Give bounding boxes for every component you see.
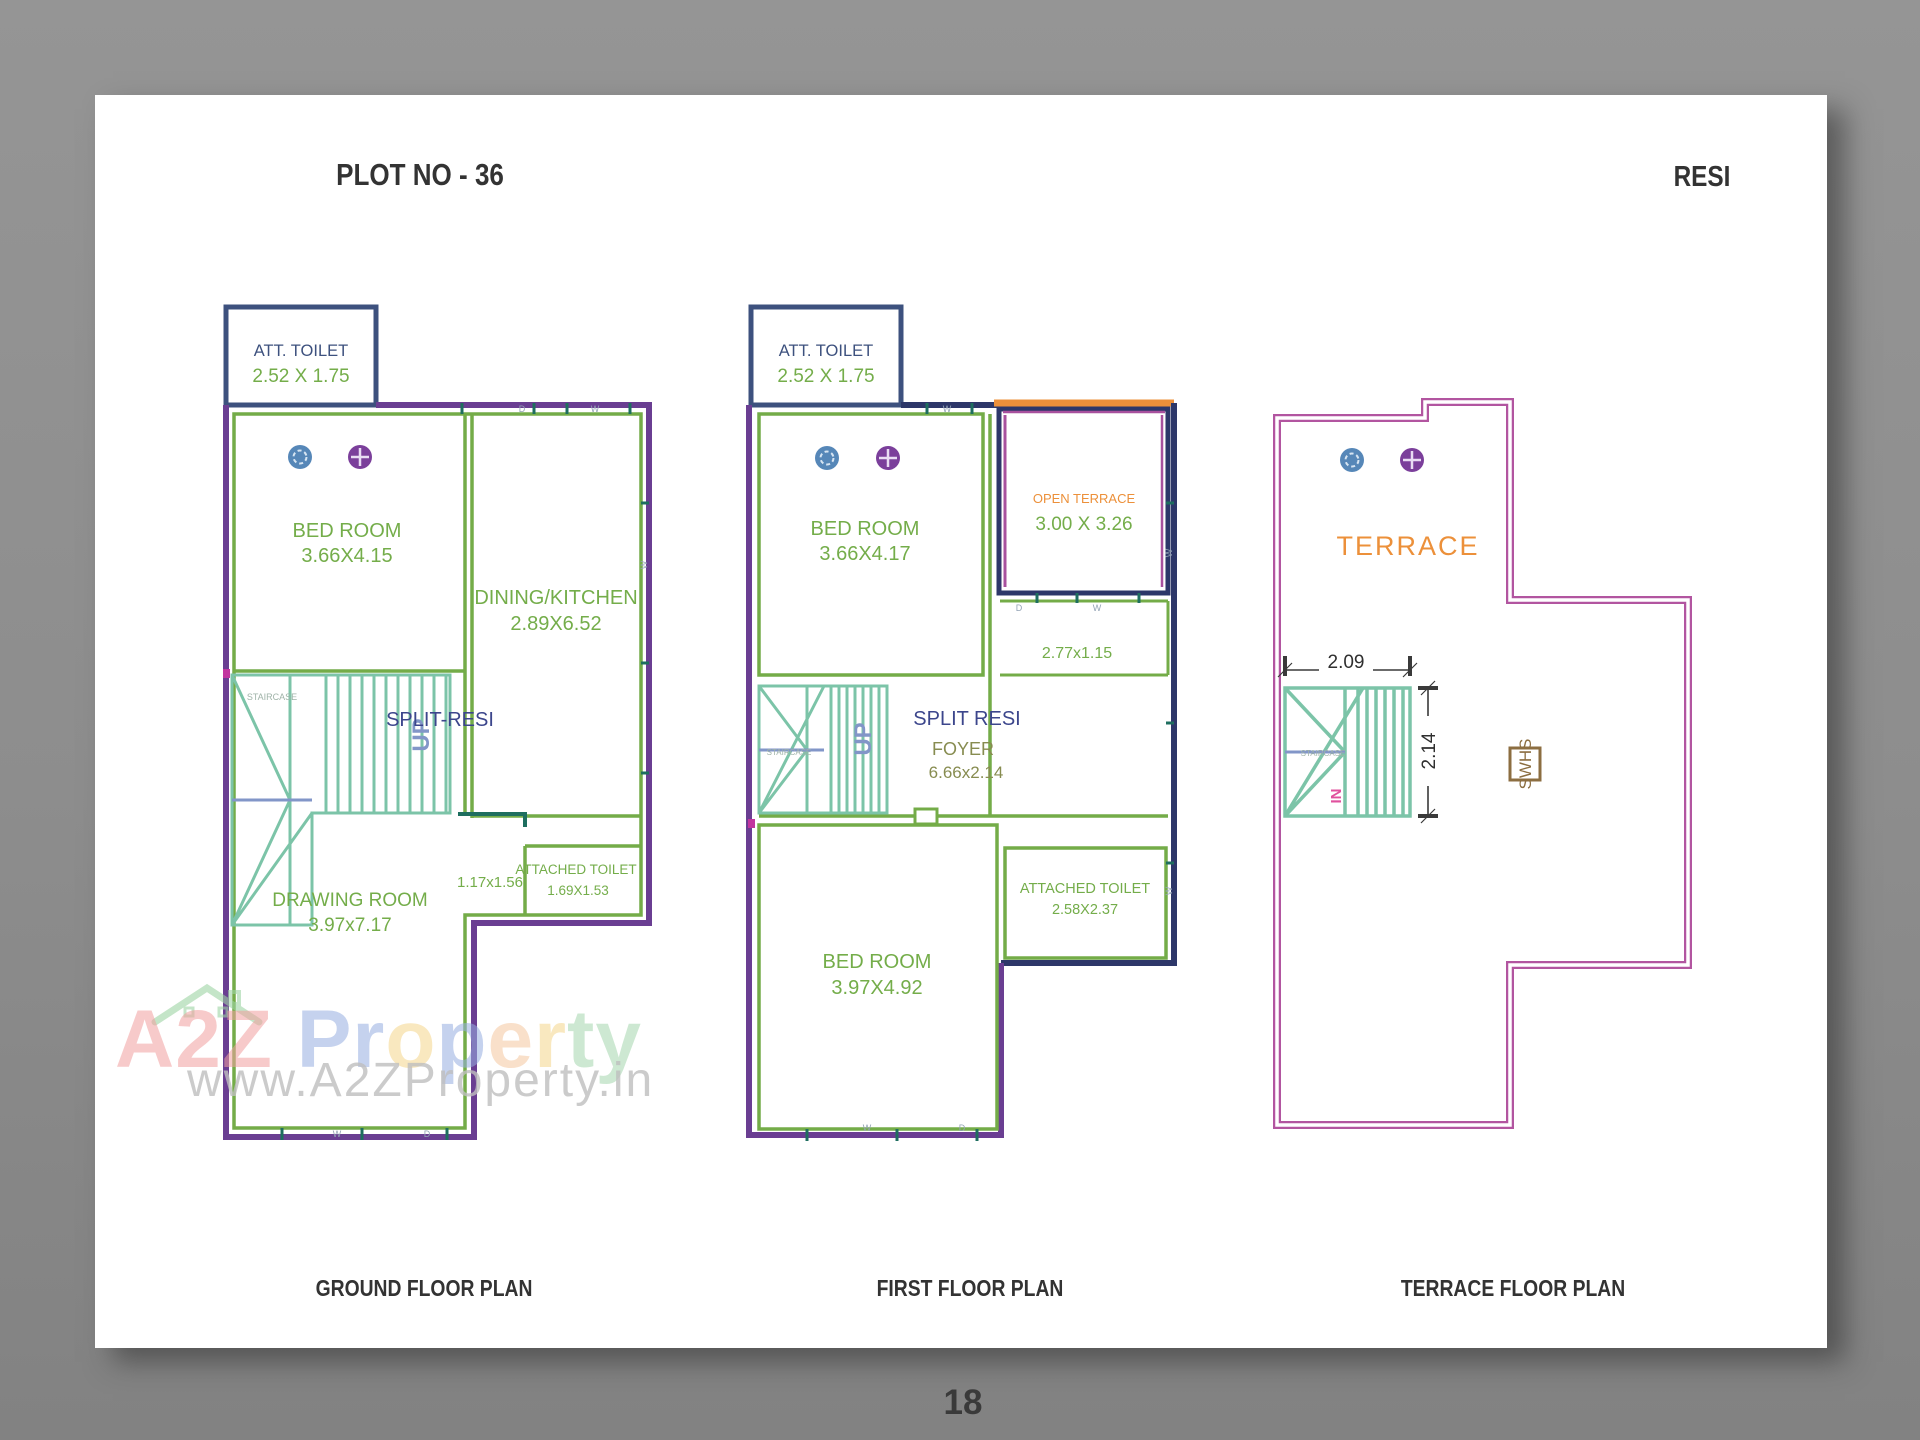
terrace-dim-width-lines xyxy=(1277,656,1418,678)
fan-icon xyxy=(1340,448,1364,472)
page-title: PLOT NO - 36 xyxy=(336,157,504,192)
terrace-label: TERRACE xyxy=(1336,531,1479,561)
ground-fixture-icons xyxy=(288,445,372,469)
svg-text:W: W xyxy=(943,404,952,414)
svg-text:W: W xyxy=(863,1123,872,1133)
fan-icon xyxy=(288,445,312,469)
svg-text:W: W xyxy=(639,560,649,569)
terrace-labels: TERRACE STAIRCASE IN xyxy=(1301,531,1479,804)
terrace-in-label: IN xyxy=(1328,789,1345,804)
watermark-url: www.A2ZProperty.in xyxy=(187,1054,655,1107)
swhs-label: SWHS xyxy=(1516,739,1535,790)
ground-bedroom-label: BED ROOM xyxy=(293,520,402,542)
first-wall-ticks xyxy=(805,403,1174,1141)
ground-drawing-label: DRAWING ROOM xyxy=(272,890,428,911)
watermark-house-icon xyxy=(151,983,263,1026)
corner-label-resi: RESI xyxy=(1673,161,1731,193)
first-open-terrace-label: OPEN TERRACE xyxy=(1033,491,1136,506)
fan-icon xyxy=(815,446,839,470)
first-floor-plan: W D W W W W D ATT. TOILET 2.52 X 1.75 BE… xyxy=(746,304,1177,1141)
first-opening-markers: W D W W W W D xyxy=(863,404,1174,1133)
ground-labels: ATT. TOILET 2.52 X 1.75 BED ROOM 3.66X4.… xyxy=(247,342,638,936)
ground-toilet2-label: ATTACHED TOILET xyxy=(515,862,636,877)
ground-att-toilet-label: ATT. TOILET xyxy=(254,342,348,360)
ground-wall-tick-magenta xyxy=(223,669,230,678)
ground-split-label: SPLIT-RESI xyxy=(386,709,494,731)
first-wall-tick-magenta xyxy=(748,819,755,828)
first-corridor-dim: 2.77x1.15 xyxy=(1042,645,1112,662)
svg-text:D: D xyxy=(424,1129,431,1139)
ground-step-wall xyxy=(458,812,527,827)
terrace-wall-cavity xyxy=(1275,400,1690,1127)
first-fixture-icons xyxy=(815,446,900,470)
first-door-nib xyxy=(913,807,939,826)
ground-att-toilet-box xyxy=(223,304,379,408)
ground-wall-ticks xyxy=(280,403,649,1140)
first-labels: ATT. TOILET 2.52 X 1.75 BED ROOM 3.66X4.… xyxy=(767,342,1151,999)
terrace-staircase-label: STAIRCASE xyxy=(1301,749,1346,758)
first-inner-walls xyxy=(757,412,1168,1131)
first-split-label: SPLIT RESI xyxy=(913,708,1020,730)
first-toilet2-dim: 2.58X2.37 xyxy=(1052,902,1118,918)
watermark-brand: A2Z Property xyxy=(115,993,642,1087)
svg-text:D: D xyxy=(1016,603,1023,613)
svg-text:W: W xyxy=(333,1129,342,1139)
ground-att-toilet-dim: 2.52 X 1.75 xyxy=(252,366,349,387)
plan-sheet: PLOT NO - 36 RESI xyxy=(95,95,1827,1348)
first-bedroom1-dim: 3.66X4.17 xyxy=(819,543,910,565)
first-foyer-dim: 6.66x2.14 xyxy=(929,763,1004,782)
watermark-segment: r xyxy=(534,994,568,1085)
first-att-toilet-box xyxy=(748,304,904,408)
first-foyer-label: FOYER xyxy=(932,739,994,759)
terrace-outer-wall xyxy=(1273,398,1692,1129)
watermark-segment: e xyxy=(487,994,535,1085)
watermark-segment: Pr xyxy=(296,994,386,1085)
ground-bedroom-dim: 3.66X4.15 xyxy=(301,545,392,567)
page-number: 18 xyxy=(943,1383,983,1422)
ground-up-label: UP xyxy=(408,718,435,751)
ground-dining-dim: 2.89X6.52 xyxy=(510,613,601,635)
first-bedroom2-label: BED ROOM xyxy=(823,951,932,973)
terrace-dim-height-lines xyxy=(1418,680,1438,824)
first-up-label: UP xyxy=(850,722,877,755)
watermark-segment: o xyxy=(385,994,437,1085)
watermark-segment: ty xyxy=(567,994,642,1085)
terrace-fixture-icons xyxy=(1340,448,1424,472)
first-bedroom1-label: BED ROOM xyxy=(811,518,920,540)
first-toilet2-label: ATTACHED TOILET xyxy=(1020,881,1150,897)
first-staircase-label: STAIRCASE xyxy=(767,748,812,757)
first-open-terrace xyxy=(996,406,1171,677)
terrace-floor-plan: 2.09 2.14 SWHS TERRACE STAIRCASE IN xyxy=(1273,398,1692,1129)
svg-text:W: W xyxy=(1164,886,1174,895)
watermark-segment: p xyxy=(436,994,488,1085)
svg-text:W: W xyxy=(1164,548,1174,557)
first-bedroom2-dim: 3.97X4.92 xyxy=(831,977,922,999)
svg-text:D: D xyxy=(519,404,526,414)
ground-staircase-label: STAIRCASE xyxy=(247,692,297,702)
swhs-box xyxy=(1508,746,1542,782)
ground-toilet2-dim: 1.69X1.53 xyxy=(547,883,609,898)
ground-outer-wall xyxy=(223,402,652,1140)
svg-text:W: W xyxy=(591,404,600,414)
ground-passage-dim: 1.17x1.56 xyxy=(457,874,523,891)
first-att-toilet-label: ATT. TOILET xyxy=(779,342,873,360)
ground-opening-markers: D W W W D xyxy=(333,404,649,1139)
terrace-dim-height: 2.14 xyxy=(1419,732,1440,769)
first-open-terrace-dim: 3.00 X 3.26 xyxy=(1035,514,1132,535)
ground-dining-label: DINING/KITCHEN xyxy=(474,587,637,609)
ground-floor-caption: GROUND FLOOR PLAN xyxy=(315,1275,533,1301)
ground-inner-walls xyxy=(232,412,643,1130)
terrace-dim-width: 2.09 xyxy=(1328,652,1365,673)
terrace-floor-caption: TERRACE FLOOR PLAN xyxy=(1400,1275,1626,1301)
first-floor-caption: FIRST FLOOR PLAN xyxy=(876,1275,1064,1301)
watermark-segment: A2Z xyxy=(115,994,297,1085)
svg-text:D: D xyxy=(959,1123,966,1133)
ground-floor-plan: D W W W D ATT. TOILET 2.52 X 1.75 BED RO… xyxy=(223,304,652,1140)
first-att-toilet-dim: 2.52 X 1.75 xyxy=(777,366,874,387)
ground-drawing-dim: 3.97x7.17 xyxy=(308,915,391,936)
first-outer-walls xyxy=(746,399,1177,1138)
svg-text:W: W xyxy=(1093,603,1102,613)
